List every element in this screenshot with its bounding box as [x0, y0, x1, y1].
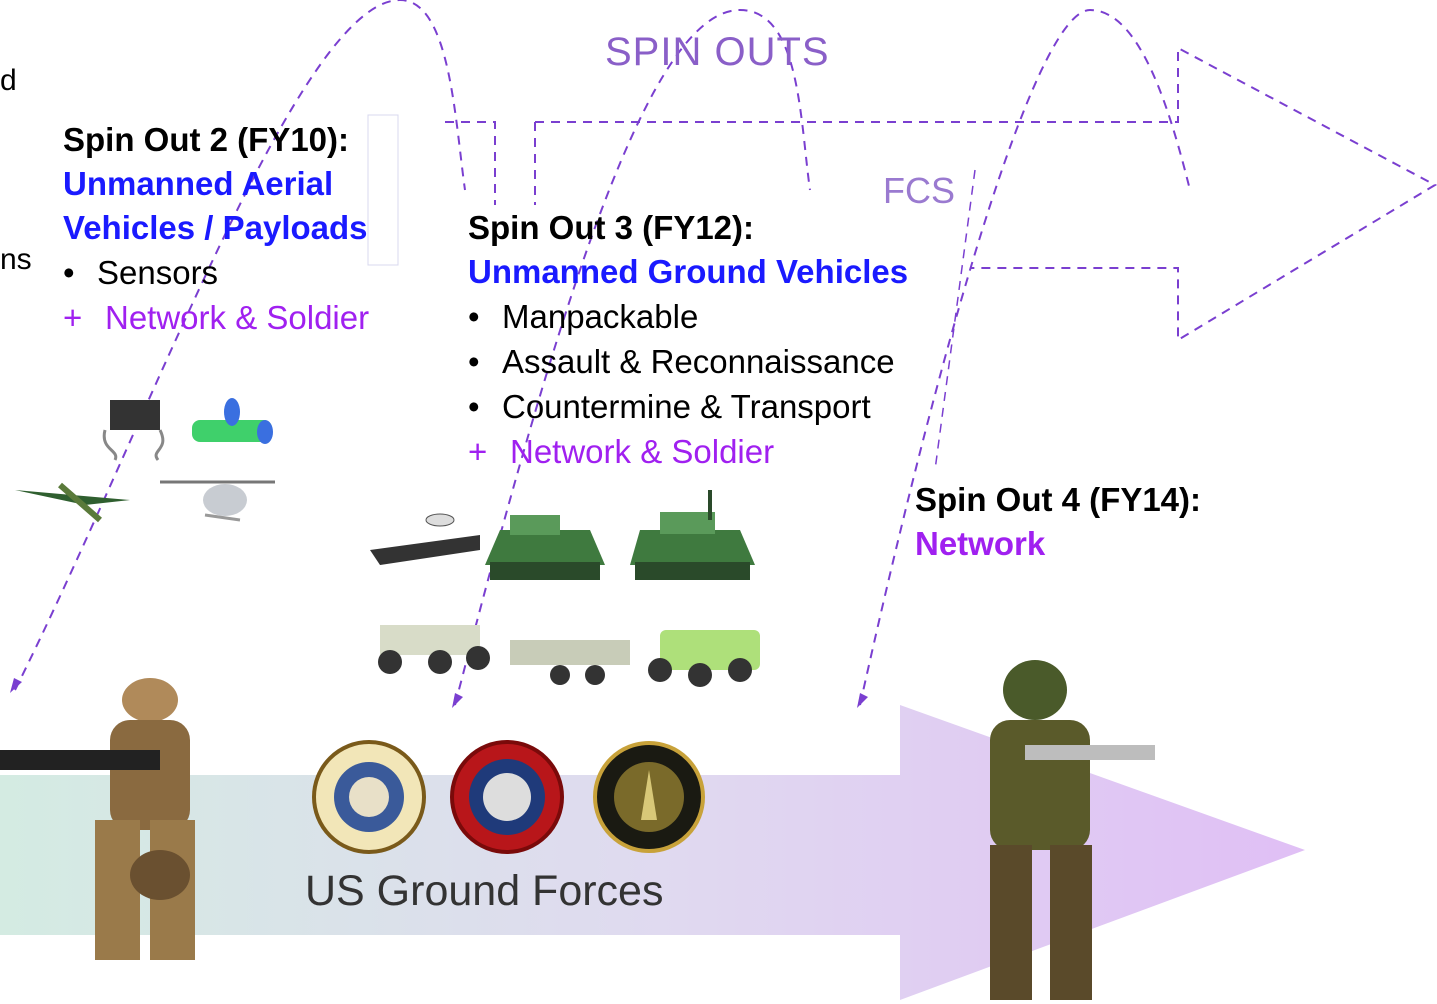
navy-seal-icon [450, 740, 564, 854]
bullet-icon: • [63, 254, 75, 291]
spin-out-2-title: Vehicles / Payloads [63, 209, 368, 246]
list-item: • Manpackable [468, 294, 908, 339]
spin-out-4-block: Spin Out 4 (FY14): Network [915, 478, 1201, 566]
plus-item-label: Network & Soldier [510, 433, 775, 470]
left-fragment-text: ns [0, 243, 32, 276]
ground-forces-label: US Ground Forces [305, 867, 664, 915]
uav-fixed-wing-icon [15, 482, 130, 523]
soldier-right-image [990, 660, 1155, 1000]
left-fragment-text: d [0, 64, 17, 97]
bullet-icon: • [468, 298, 480, 335]
socom-seal-icon [593, 741, 705, 853]
uav-helicopter-icon [160, 480, 275, 522]
uav-images [15, 398, 275, 523]
spin-out-3-title: Unmanned Ground Vehicles [468, 253, 909, 290]
list-item-label: Manpackable [502, 298, 699, 335]
uav-quad-icon [102, 400, 165, 461]
list-item: • Sensors [63, 250, 369, 295]
plus-item: + Network & Soldier [63, 295, 369, 340]
spin-out-3-block: Spin Out 3 (FY12): Unmanned Ground Vehic… [468, 206, 908, 474]
list-item: • Countermine & Transport [468, 384, 908, 429]
list-item-label: Countermine & Transport [502, 388, 871, 425]
list-item: • Assault & Reconnaissance [468, 339, 908, 384]
ugv-wheeled-icon [378, 625, 490, 674]
army-seal-icon [312, 740, 426, 854]
arrowhead [10, 678, 22, 693]
spin-out-4-header: Spin Out 4 (FY14): [915, 481, 1202, 518]
ugv-transport-icon [648, 630, 760, 687]
plus-icon: + [468, 433, 488, 470]
ugv-manpack-icon [370, 513, 480, 565]
spin-out-4-title: Network [915, 525, 1046, 562]
spin-out-3-header: Spin Out 3 (FY12): [468, 209, 755, 246]
service-seals [312, 740, 705, 854]
spin-out-2-title: Unmanned Aerial [63, 165, 334, 202]
spin-out-2-block: Spin Out 2 (FY10): Unmanned Aerial Vehic… [63, 118, 369, 340]
fcs-label: FCS [883, 170, 955, 211]
bullet-icon: • [468, 343, 480, 380]
list-item-label: Assault & Reconnaissance [502, 343, 895, 380]
list-item-label: Sensors [97, 254, 219, 291]
ugv-tank-icon [485, 515, 605, 580]
uav-ducted-fan-icon [192, 398, 273, 444]
spin-out-2-header: Spin Out 2 (FY10): [63, 121, 350, 158]
plus-item: + Network & Soldier [468, 429, 908, 474]
bullet-icon: • [468, 388, 480, 425]
ugv-images [370, 490, 760, 687]
plus-icon: + [63, 299, 83, 336]
plus-item-label: Network & Soldier [105, 299, 370, 336]
soldier-left-image [0, 678, 195, 960]
spin-outs-label: SPIN OUTS [605, 30, 830, 74]
ugv-countermine-icon [510, 640, 630, 685]
ugv-tank-icon [630, 490, 755, 580]
